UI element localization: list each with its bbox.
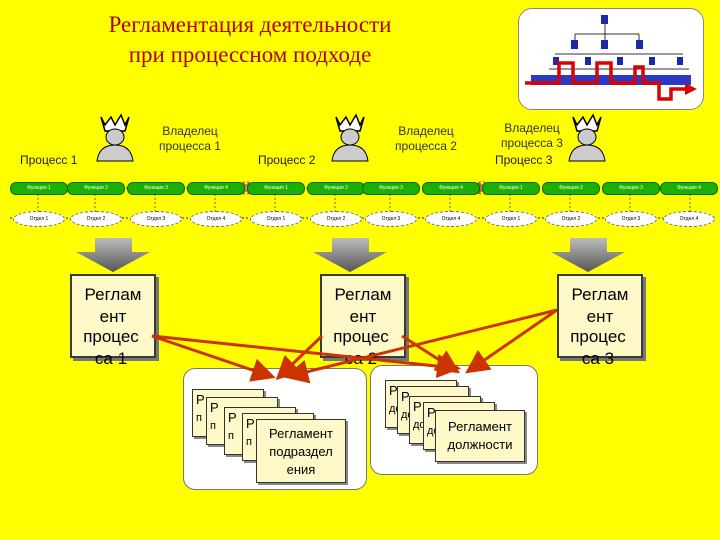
function-box: Функция 3 — [127, 182, 185, 195]
book-3-line-2: ент — [586, 307, 614, 326]
owner-1-line-2: процесса 1 — [159, 139, 221, 153]
function-box: Функция 3 — [602, 182, 660, 195]
process-regulation-book-1: Реглам ент — [70, 274, 156, 358]
down-arrow-3 — [551, 238, 625, 272]
department-node: Отдел 2 — [70, 211, 122, 227]
org-chart-diagram — [525, 15, 697, 101]
dept-reg-line-1: Регламент — [269, 426, 333, 441]
function-box: Функция 2 — [542, 182, 600, 195]
book-1-line-2: ент — [99, 307, 127, 326]
process-label-1: Процесс 1 — [20, 153, 78, 167]
department-regulations-panel: Р п Р п Р п Р п Регламент подраздел ения — [183, 368, 367, 490]
dept-reg-line-2: подраздел — [269, 444, 333, 459]
owner-icon-3 — [568, 113, 606, 162]
down-arrow-1 — [76, 238, 150, 272]
department-node: Отдел 2 — [545, 211, 597, 227]
stack-book-stub: Р — [427, 405, 436, 420]
function-box: Функция 1 — [10, 182, 68, 195]
department-node: Отдел 4 — [425, 211, 477, 227]
job-reg-line-1: Регламент — [448, 419, 512, 434]
department-node: Отдел 3 — [605, 211, 657, 227]
owner-3-line-1: Владелец — [504, 121, 560, 135]
owner-2-line-1: Владелец — [398, 124, 454, 138]
function-box: Функция 4 — [422, 182, 480, 195]
department-node: Отдел 1 — [485, 211, 537, 227]
org-chart-image — [518, 8, 704, 110]
stack-book-stub-2: п — [196, 412, 202, 424]
owner-icon-1 — [96, 113, 134, 162]
title-line-1: Регламентация деятельности — [108, 12, 392, 37]
page-title: Регламентация деятельности при процессно… — [40, 10, 460, 70]
book-2-line-2: ент — [349, 307, 377, 326]
book-1-line-4: са 1 — [94, 349, 128, 368]
job-regulation-book: Регламент должности — [435, 410, 525, 462]
stack-book-stub-2: п — [246, 436, 252, 448]
function-box: Функция 2 — [67, 182, 125, 195]
stack-book-stub: Р — [246, 416, 255, 431]
stack-book-stub: Р — [389, 383, 398, 398]
process-label-2: Процесс 2 — [258, 153, 316, 167]
org-chart-path — [525, 61, 685, 101]
function-box: Функция 3 — [362, 182, 420, 195]
function-box: Функция 1 — [247, 182, 305, 195]
department-node: Отдел 1 — [13, 211, 65, 227]
stack-book-stub: Р — [228, 410, 237, 425]
function-box: Функция 1 — [482, 182, 540, 195]
book-2-line-1: Реглам — [334, 285, 392, 304]
department-node: Отдел 2 — [310, 211, 362, 227]
dept-regulation-book: Регламент подраздел ения — [256, 419, 346, 483]
dept-reg-line-3: ения — [286, 462, 316, 477]
job-regulations-panel: Р дол Р дол Р дол Р дол Регламент должно… — [370, 365, 538, 475]
book-3-line-4: са 3 — [581, 349, 615, 368]
stack-book-stub: Р — [210, 400, 219, 415]
department-node: Отдел 3 — [130, 211, 182, 227]
process-regulation-book-3: Реглам ент — [557, 274, 643, 358]
owner-2-line-2: процесса 2 — [395, 139, 457, 153]
department-node: Отдел 4 — [190, 211, 242, 227]
title-line-2: при процессном подходе — [128, 42, 372, 67]
process-label-3: Процесс 3 — [495, 153, 553, 167]
book-3-line-1: Реглам — [571, 285, 629, 304]
stack-book-stub-2: п — [228, 430, 234, 442]
book-2-line-3: процес — [333, 327, 389, 346]
function-box: Функция 4 — [187, 182, 245, 195]
book-3-line-3: процес — [570, 327, 626, 346]
down-arrow-2 — [313, 238, 387, 272]
stack-book-stub: Р — [196, 392, 205, 407]
book-1-line-1: Реглам — [84, 285, 142, 304]
owner-1-line-1: Владелец — [162, 124, 218, 138]
stack-book-stub-2: п — [210, 420, 216, 432]
function-box: Функция 4 — [660, 182, 718, 195]
stack-book-stub: Р — [413, 399, 422, 414]
function-box: Функция 2 — [307, 182, 365, 195]
department-node: Отдел 3 — [365, 211, 417, 227]
department-node: Отдел 1 — [250, 211, 302, 227]
department-node: Отдел 4 — [663, 211, 715, 227]
stack-book-stub: Р — [401, 389, 410, 404]
owner-icon-2 — [331, 113, 369, 162]
owner-3-line-2: процесса 3 — [501, 136, 563, 150]
job-reg-line-2: должности — [447, 437, 513, 452]
book-1-line-3: процес — [83, 327, 139, 346]
